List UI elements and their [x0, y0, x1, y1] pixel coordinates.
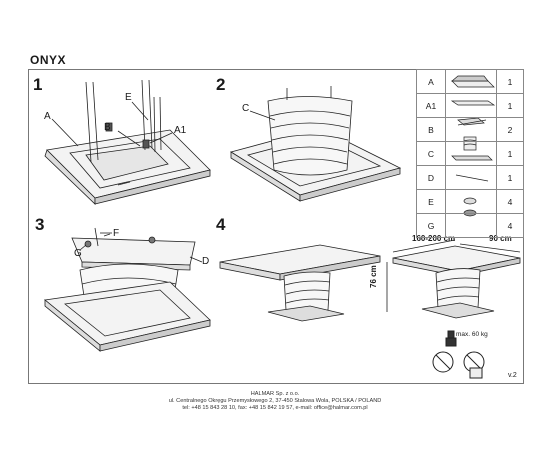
label-c: C: [242, 103, 250, 114]
label-a1: A1: [174, 125, 187, 136]
parts-row: A1 1: [416, 93, 524, 118]
footer-contact: tel: +48 15 843 28 10, fax: +48 15 842 1…: [182, 405, 368, 411]
part-qty: 1: [496, 93, 524, 118]
step-4-drawing: [219, 239, 521, 322]
step-2-number: 2: [216, 75, 226, 94]
step-1-number: 1: [33, 75, 43, 94]
part-qty: 4: [496, 189, 524, 214]
label-d: D: [202, 256, 210, 267]
document-title: ONYX: [30, 53, 67, 67]
part-letter: B: [416, 117, 446, 142]
part-qty: 1: [496, 165, 524, 190]
part-letter: E: [416, 189, 446, 214]
rod-icon: [445, 189, 497, 214]
dimension-height: 76 cm: [369, 265, 378, 288]
step-3-drawing: [44, 227, 211, 352]
part-qty: 4: [496, 213, 524, 238]
washer-icon: [445, 213, 497, 238]
part-qty: 1: [496, 141, 524, 166]
instruction-frame: [28, 69, 524, 384]
part-qty: 1: [496, 69, 524, 94]
footer-address: ul. Centralnego Okręgu Przemysłowego 2, …: [168, 398, 382, 404]
label-a: A: [44, 111, 51, 122]
dimension-width: 90 cm: [489, 234, 512, 243]
part-letter: C: [416, 141, 446, 166]
table-top-icon: [445, 69, 497, 94]
part-qty: 2: [496, 117, 524, 142]
base-column-icon: [445, 141, 497, 166]
label-b: B: [104, 122, 111, 133]
part-letter: A1: [416, 93, 446, 118]
label-e: E: [125, 92, 132, 103]
extension-leaf-icon: [445, 93, 497, 118]
part-letter: G: [416, 213, 446, 238]
base-plate-icon: [445, 165, 497, 190]
step-1-drawing: [44, 79, 211, 205]
max-load-label: max. 60 kg: [456, 331, 488, 338]
label-g: G: [74, 248, 82, 259]
dimension-length: 160-200 cm: [412, 234, 456, 243]
leg-block-icon: [445, 117, 497, 142]
step-4-number: 4: [216, 215, 226, 234]
label-f: F: [113, 228, 120, 239]
part-letter: D: [416, 165, 446, 190]
version-label: v.2: [508, 372, 517, 379]
step-3-number: 3: [35, 215, 45, 234]
step-2-drawing: [230, 86, 402, 202]
warning-icons: [432, 330, 485, 379]
part-letter: A: [416, 69, 446, 94]
footer-company: HALMAR Sp. z o.o.: [250, 391, 300, 397]
